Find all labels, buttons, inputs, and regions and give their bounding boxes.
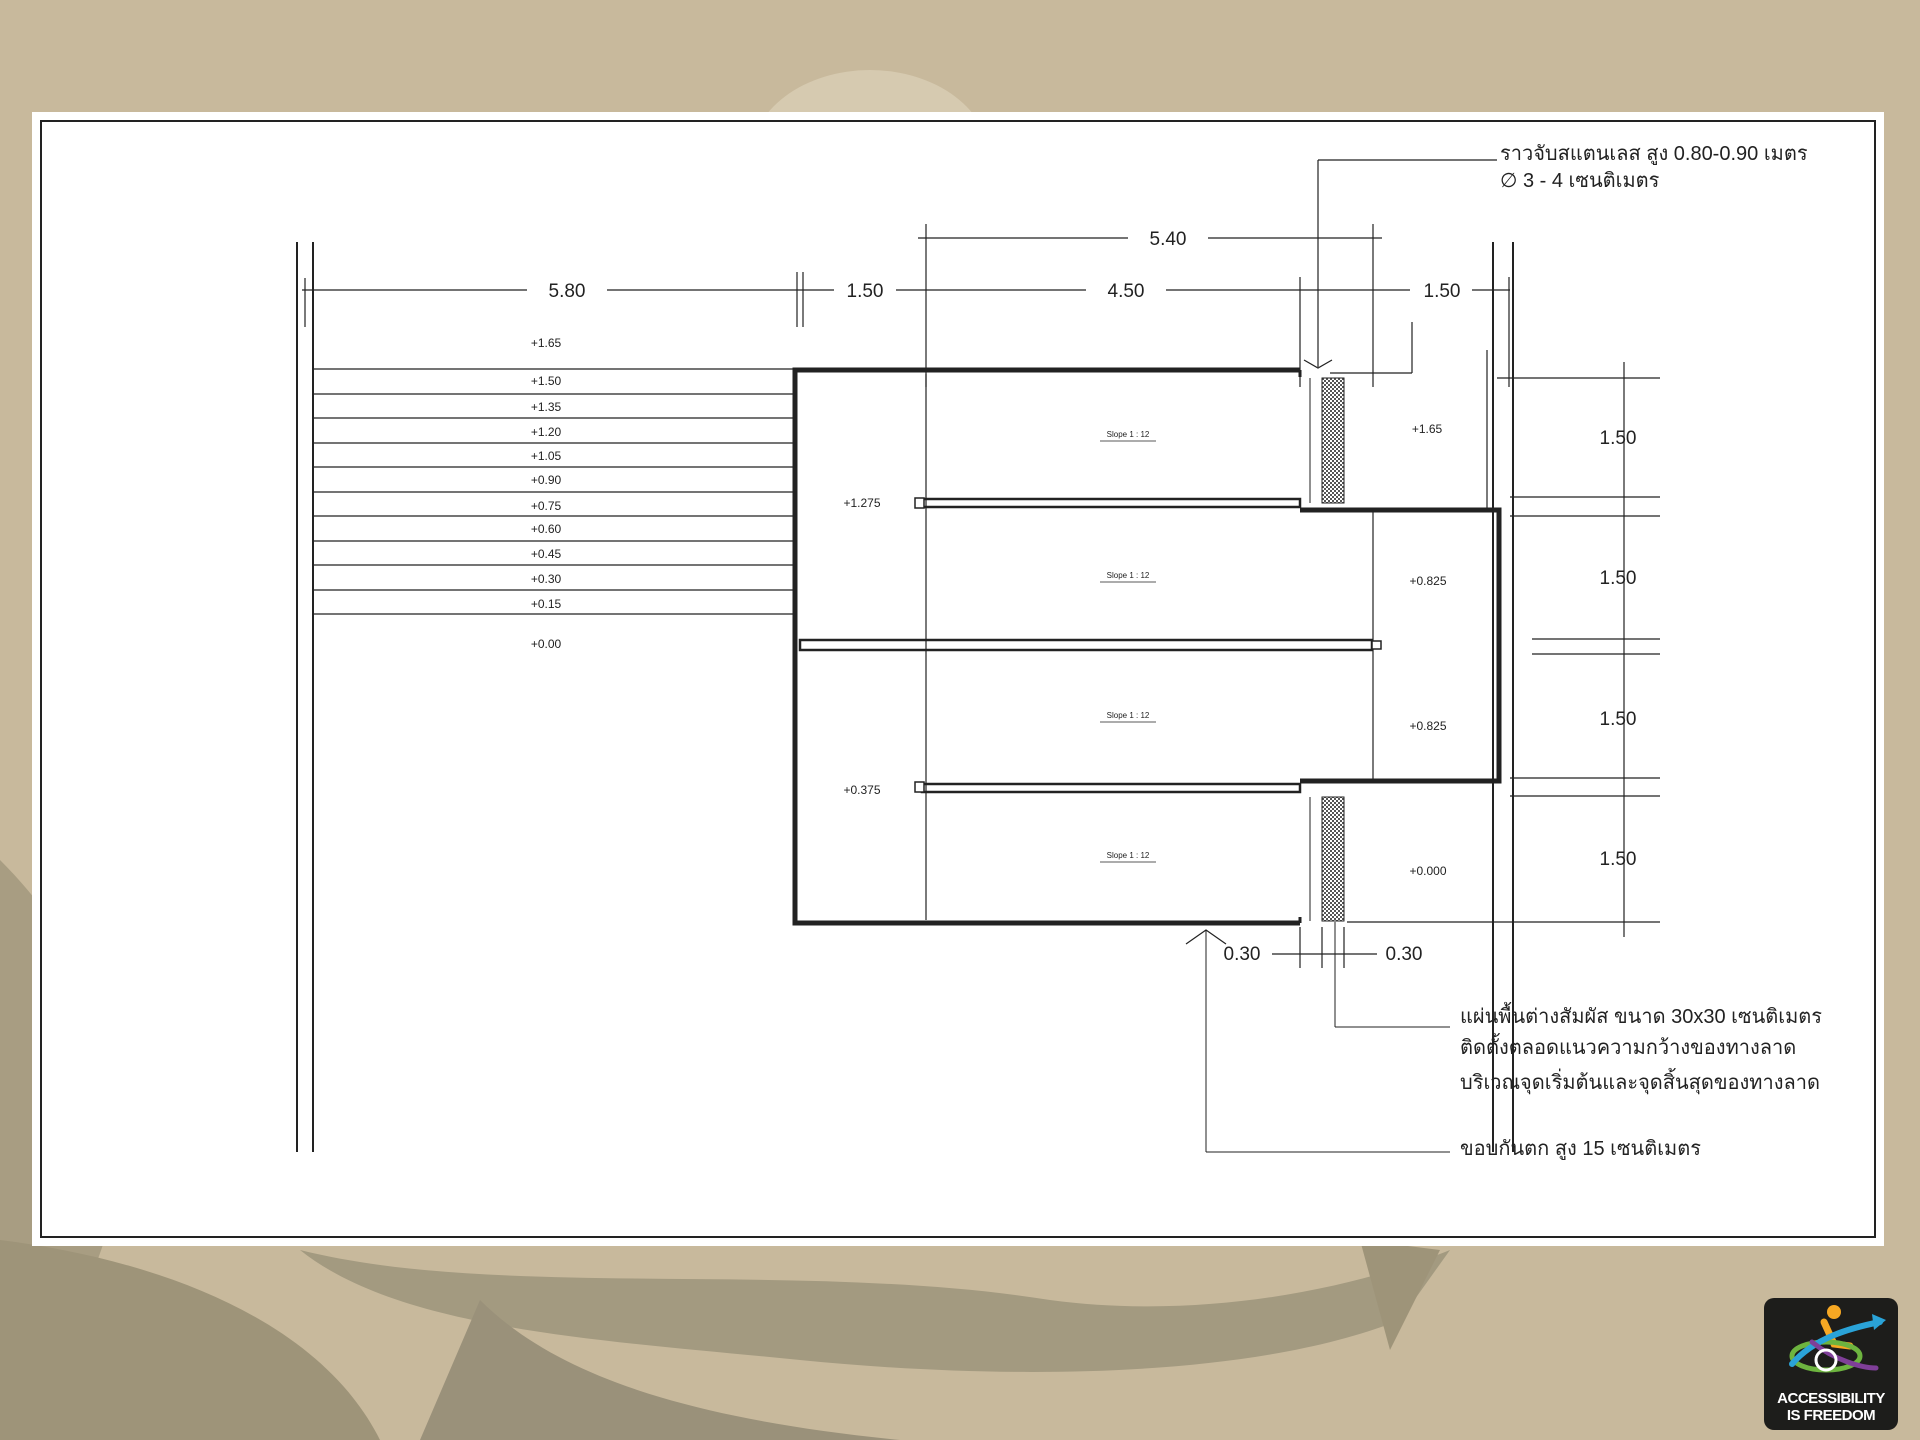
dim-row: 1.50 bbox=[1600, 568, 1637, 589]
section-level: +0.45 bbox=[531, 547, 562, 561]
dim-overall: 5.40 bbox=[1150, 229, 1187, 250]
slope-label: Slope 1 : 12 bbox=[1107, 711, 1150, 720]
dim-tactile-left: 0.30 bbox=[1224, 944, 1261, 965]
slope-labels: Slope 1 : 12 Slope 1 : 12 Slope 1 : 12 S… bbox=[1100, 430, 1156, 863]
note-curb: ขอบกันตก สูง 15 เซนติเมตร bbox=[1460, 1138, 1701, 1161]
ramp-plan-drawing: +1.65 +1.50 +1.35 +1.20 +1.05 +0.90 +0.7… bbox=[296, 143, 1822, 1161]
dim-landing-right: 1.50 bbox=[1424, 281, 1461, 302]
section-level-labels: +1.65 +1.50 +1.35 +1.20 +1.05 +0.90 +0.7… bbox=[531, 336, 562, 651]
logo-text-line2: IS FREEDOM bbox=[1786, 1407, 1876, 1424]
section-view bbox=[296, 242, 795, 1152]
section-level: +0.90 bbox=[531, 473, 562, 487]
section-level: +0.60 bbox=[531, 522, 562, 536]
note-handrail-diameter: ∅ 3 - 4 เซนติเมตร bbox=[1500, 170, 1660, 192]
note-tactile: แผ่นพื้นต่างสัมผัส ขนาด 30x30 เซนติเมตร bbox=[1460, 1002, 1822, 1028]
row-dimension-labels: 1.50 1.50 1.50 1.50 bbox=[1600, 428, 1637, 870]
logo-text-line1: ACCESSIBILITY bbox=[1777, 1390, 1885, 1407]
level-bottom-right: +0.000 bbox=[1409, 864, 1446, 878]
section-level: +0.15 bbox=[531, 597, 562, 611]
level-lower-landing: +0.375 bbox=[843, 783, 880, 797]
section-level: +1.65 bbox=[531, 336, 562, 350]
annotation-notes: ราวจับสแตนเลส สูง 0.80-0.90 เมตร ∅ 3 - 4… bbox=[1460, 143, 1822, 1161]
note-tactile: บริเวณจุดเริ่มต้นและจุดสิ้นสุดของทางลาด bbox=[1460, 1068, 1820, 1095]
slope-label: Slope 1 : 12 bbox=[1107, 851, 1150, 860]
wheelchair-user-icon bbox=[1789, 1305, 1886, 1373]
dim-left-run: 5.80 bbox=[549, 281, 586, 302]
section-level: +1.05 bbox=[531, 449, 562, 463]
dim-row: 1.50 bbox=[1600, 428, 1637, 449]
dim-row: 1.50 bbox=[1600, 709, 1637, 730]
tactile-dimension-labels: 0.30 0.30 bbox=[1224, 944, 1423, 965]
dim-tactile-right: 0.30 bbox=[1386, 944, 1423, 965]
section-level: +0.30 bbox=[531, 572, 562, 586]
dim-row: 1.50 bbox=[1600, 849, 1637, 870]
note-tactile: ติดตั้งตลอดแนวความกว้างของทางลาด bbox=[1460, 1033, 1796, 1059]
section-level: +0.00 bbox=[531, 637, 562, 651]
section-level: +1.50 bbox=[531, 374, 562, 388]
drawing-frame bbox=[40, 120, 1876, 1238]
dimension-lines-top bbox=[302, 159, 1510, 387]
dimension-labels-top: 5.40 5.80 1.50 4.50 1.50 bbox=[527, 224, 1472, 302]
level-second-right: +0.825 bbox=[1409, 574, 1446, 588]
plan-level-labels: +1.275 +0.375 +1.65 +0.825 +0.825 +0.000 bbox=[843, 422, 1446, 878]
accessibility-logo: ACCESSIBILITY IS FREEDOM bbox=[1764, 1298, 1898, 1430]
level-top-right: +1.65 bbox=[1412, 422, 1443, 436]
slope-label: Slope 1 : 12 bbox=[1107, 571, 1150, 580]
section-level: +0.75 bbox=[531, 499, 562, 513]
section-level: +1.35 bbox=[531, 400, 562, 414]
slope-label: Slope 1 : 12 bbox=[1107, 430, 1150, 439]
ramp-plan bbox=[792, 242, 1660, 1153]
drawing-sheet: +1.65 +1.50 +1.35 +1.20 +1.05 +0.90 +0.7… bbox=[32, 112, 1884, 1246]
dim-landing-left: 1.50 bbox=[847, 281, 884, 302]
level-third-right: +0.825 bbox=[1409, 719, 1446, 733]
dim-ramp-run: 4.50 bbox=[1108, 281, 1145, 302]
section-level: +1.20 bbox=[531, 425, 562, 439]
level-upper-landing: +1.275 bbox=[843, 496, 880, 510]
note-handrail: ราวจับสแตนเลส สูง 0.80-0.90 เมตร bbox=[1500, 143, 1808, 166]
